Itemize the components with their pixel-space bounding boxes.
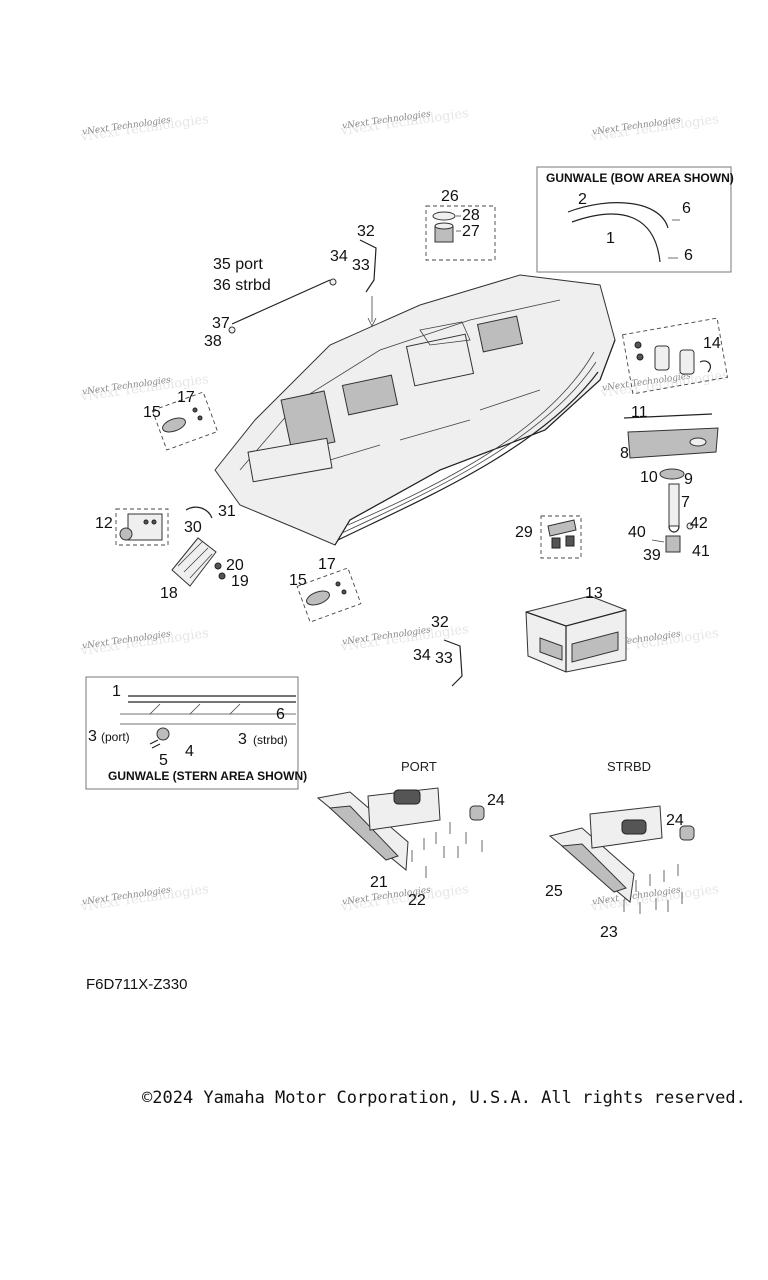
- callout-7: 7: [681, 494, 690, 511]
- callout-3-port: 3: [88, 728, 97, 745]
- callout-3-strbd: 3: [238, 731, 247, 748]
- cooler: 13: [525, 585, 627, 673]
- boat-hull: [214, 274, 616, 546]
- callout-14: 14: [703, 335, 721, 352]
- grab-handle-lower: 32 34 33: [413, 614, 463, 687]
- stern-box-title: GUNWALE (STERN AREA SHOWN): [108, 769, 307, 783]
- gunwale-trim-1: [571, 213, 661, 263]
- callout-40: 40: [628, 524, 646, 541]
- callout-2: 2: [578, 191, 587, 208]
- strbd-bracket-assembly: STRBD 24 25 23: [545, 759, 695, 941]
- callout-9: 9: [684, 471, 693, 488]
- callout-6: 6: [682, 200, 691, 217]
- callout-23: 23: [600, 924, 618, 941]
- callout-29: 29: [515, 524, 533, 541]
- callout-10: 10: [640, 469, 658, 486]
- bow-gunwale-inset: GUNWALE (BOW AREA SHOWN) 2 1 6 6: [536, 166, 734, 273]
- callout-6: 6: [276, 706, 285, 723]
- callout-3-port-note: (port): [101, 730, 130, 744]
- callout-33: 33: [435, 650, 453, 667]
- gunwale-trim-2: [567, 202, 669, 229]
- callout-22: 22: [408, 892, 426, 909]
- callout-15: 15: [143, 404, 161, 421]
- hinge-assembly: 14: [621, 317, 729, 395]
- latch-assembly-lower: 17 15: [289, 556, 362, 623]
- callout-42: 42: [690, 515, 708, 532]
- plate-assembly: 11 8 10 9: [620, 404, 719, 488]
- callout-18: 18: [160, 585, 178, 602]
- vent-hose: 30 31: [184, 503, 236, 536]
- callout-35: 35 port: [213, 256, 263, 273]
- callout-12: 12: [95, 515, 113, 532]
- callout-6: 6: [684, 247, 693, 264]
- callout-34: 34: [330, 248, 348, 265]
- strbd-label: STRBD: [607, 759, 651, 774]
- callout-1: 1: [606, 230, 615, 247]
- grab-handle-top: 32 34 33: [330, 223, 377, 293]
- callout-3-strbd-note: (strbd): [253, 733, 288, 747]
- callout-32: 32: [357, 223, 375, 240]
- port-label: PORT: [401, 759, 437, 774]
- callout-31: 31: [218, 503, 236, 520]
- callout-5: 5: [159, 752, 168, 769]
- callout-24: 24: [487, 792, 505, 809]
- swim-ladder: 18 20 19: [160, 537, 249, 602]
- latch-assembly-upper: 15 17: [143, 389, 219, 451]
- bow-box-title: GUNWALE (BOW AREA SHOWN): [546, 171, 734, 185]
- callout-4: 4: [185, 743, 194, 760]
- callout-17: 17: [318, 556, 336, 573]
- callout-36: 36 strbd: [213, 277, 271, 294]
- callout-20: 20: [226, 557, 244, 574]
- callout-21: 21: [370, 874, 388, 891]
- callout-24: 24: [666, 812, 684, 829]
- callout-25: 25: [545, 883, 563, 900]
- callout-11: 11: [631, 404, 648, 421]
- callout-34: 34: [413, 647, 431, 664]
- diagram-code: F6D711X-Z330: [86, 976, 188, 993]
- callout-37: 37: [212, 315, 230, 332]
- cup-holder-assembly: 26 28 27: [425, 188, 496, 261]
- callout-1: 1: [112, 683, 121, 700]
- callout-30: 30: [184, 519, 202, 536]
- switch-panel: 12: [95, 508, 169, 546]
- callout-32: 32: [431, 614, 449, 631]
- callout-19: 19: [231, 573, 249, 590]
- callout-13: 13: [585, 585, 603, 602]
- callout-15: 15: [289, 572, 307, 589]
- callout-8: 8: [620, 445, 629, 462]
- callout-33: 33: [352, 257, 370, 274]
- callout-38: 38: [204, 333, 222, 350]
- cleat-assembly: 29: [515, 515, 582, 559]
- rail-assembly: 35 port 36 strbd 37 38: [204, 256, 337, 350]
- callout-28: 28: [462, 207, 480, 224]
- stern-gunwale-inset: 1 6 3 (port) 4 5 3 (strbd) GUNWALE (STER…: [85, 676, 307, 790]
- callout-17: 17: [177, 389, 195, 406]
- rod-clamp-assembly: 7 42 40 39 41: [628, 483, 710, 564]
- callout-41: 41: [692, 543, 710, 560]
- copyright-notice: ©2024 Yamaha Motor Corporation, U.S.A. A…: [142, 1088, 746, 1108]
- callout-39: 39: [643, 547, 661, 564]
- callout-27: 27: [462, 223, 480, 240]
- port-bracket-assembly: PORT 24 21 22: [316, 759, 505, 909]
- callout-26: 26: [441, 188, 459, 205]
